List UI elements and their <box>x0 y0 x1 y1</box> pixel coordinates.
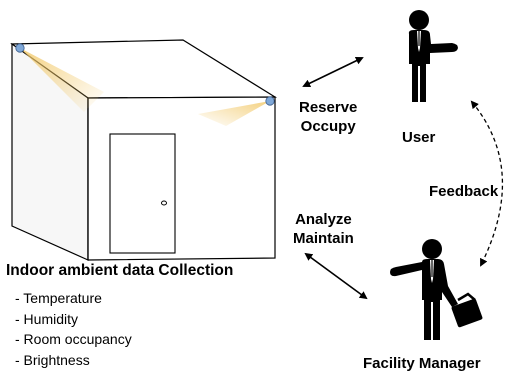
user-person-icon <box>408 10 458 102</box>
manager-actions-label: Analyze Maintain <box>293 210 354 248</box>
feedback-arrow <box>470 100 504 267</box>
metric-temperature: - Temperature <box>15 290 102 306</box>
analyze-label: Analyze <box>295 211 352 228</box>
sensor-icon <box>265 96 275 106</box>
metric-brightness: - Brightness <box>15 351 90 368</box>
briefcase-icon <box>451 292 483 328</box>
user-actions-label: Reserve Occupy <box>299 98 357 136</box>
door-icon <box>109 133 176 254</box>
metric-room-occupancy: - Room occupancy <box>15 331 132 347</box>
light-beam-left <box>20 48 104 112</box>
facility-manager-label: Facility Manager <box>363 355 481 372</box>
reserve-label: Reserve <box>299 99 358 116</box>
arrow-room-manager <box>304 252 368 300</box>
facility-manager-icon <box>390 239 458 340</box>
metrics-list: - Temperature - Humidity - Room occupanc… <box>15 288 132 370</box>
sensor-icon <box>15 43 25 53</box>
user-label: User <box>402 129 436 146</box>
occupy-label: Occupy <box>300 118 356 135</box>
metric-humidity: - Humidity <box>15 310 79 327</box>
maintain-label: Maintain <box>293 230 354 247</box>
arrow-room-user <box>302 57 364 87</box>
data-collection-title: Indoor ambient data Collection <box>6 262 234 279</box>
light-beam-right <box>198 101 270 126</box>
feedback-label: Feedback <box>429 183 499 200</box>
